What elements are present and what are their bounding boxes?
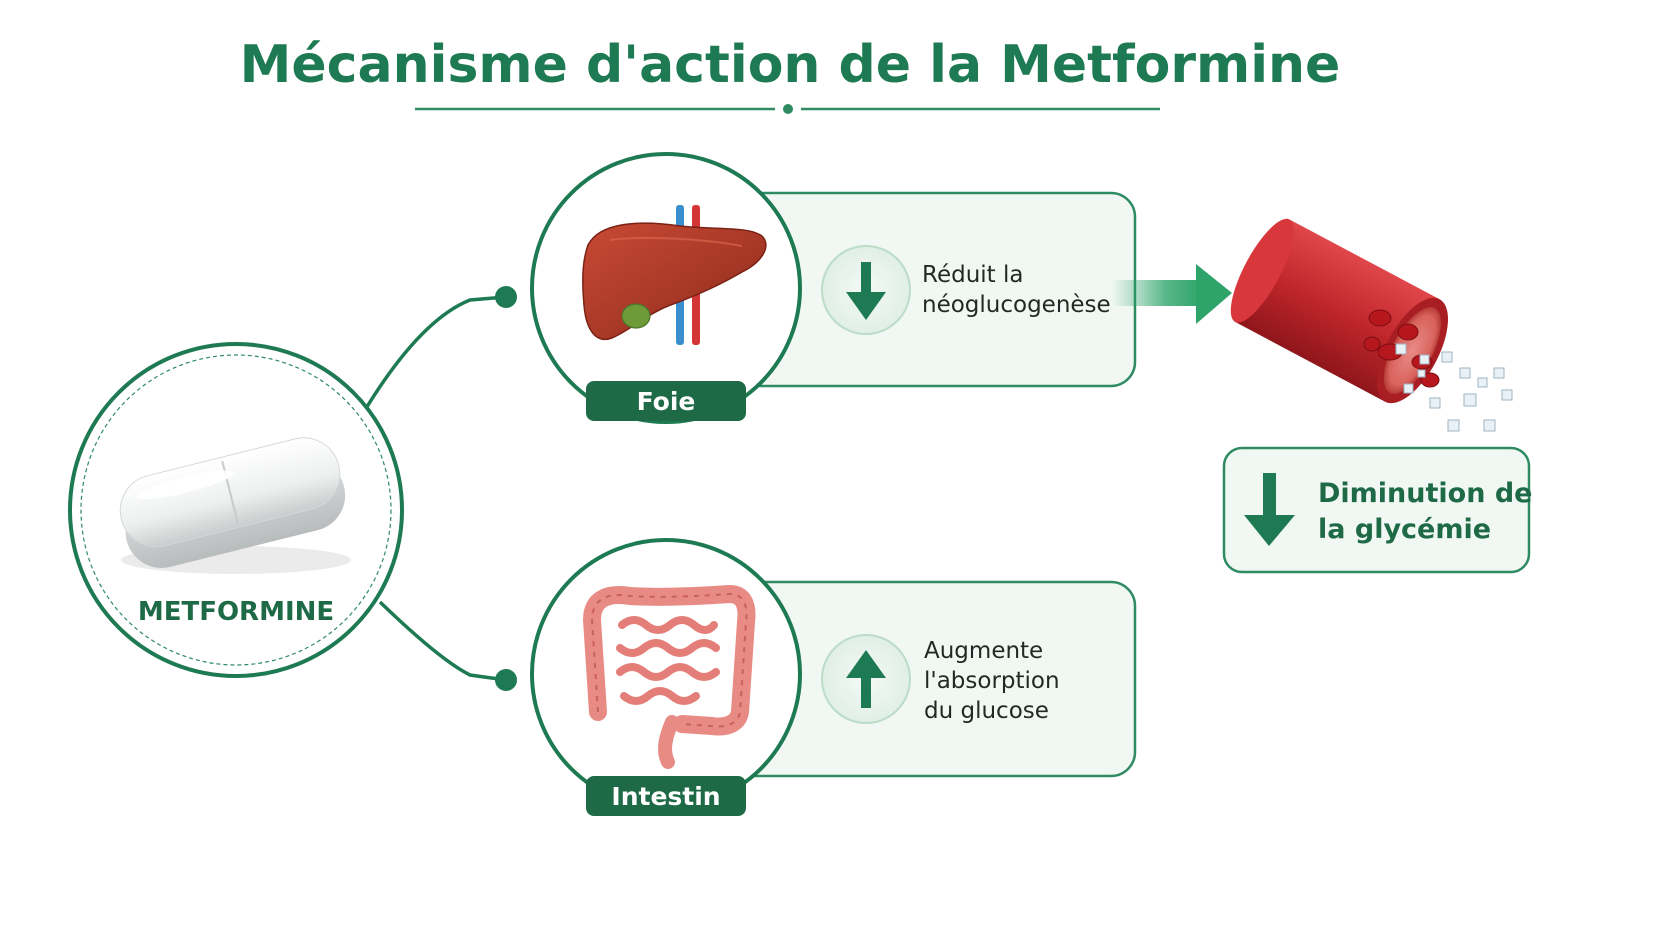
result-line-2: la glycémie [1318,514,1491,545]
glucose-cubes [1395,343,1513,432]
connector-pill-intestine [378,600,517,691]
intestine-label: Intestin [611,782,720,811]
result-card: Diminution de la glycémie [1222,446,1532,574]
drug-label: METFORMINE [138,597,334,627]
liver-effect-card: Réduit la néoglucogenèse [728,191,1137,388]
page-title: Mécanisme d'action de la Metformine [240,35,1341,95]
arrow-up-icon [821,634,911,724]
intestine-effect-line-1: Augmente [924,638,1043,664]
liver-effect-line-1: Réduit la [922,262,1023,288]
result-line-1: Diminution de [1318,478,1532,509]
intestine-node: Intestin [530,538,802,816]
connector-pill-liver [363,286,517,411]
arrow-down-icon [821,245,911,335]
liver-effect-line-2: néoglucogenèse [922,292,1111,318]
blood-vessel-icon [1230,218,1513,432]
arrow-right-icon [1112,264,1232,324]
title-divider [415,104,1160,114]
metformin-pill-node: METFORMINE [68,342,404,678]
liver-label-tag [586,381,746,421]
intestine-label-tag [586,776,746,816]
intestine-icon [582,584,756,769]
intestine-effect-line-3: du glucose [924,698,1049,724]
intestine-effect-line-2: l'absorption [924,668,1060,694]
liver-node: Foie [530,152,802,424]
liver-label: Foie [637,387,696,416]
liver-icon [582,222,767,341]
pill-illustration [119,437,351,574]
intestine-effect-card: Augmente l'absorption du glucose [728,580,1137,778]
arrow-down-icon [1244,473,1295,546]
